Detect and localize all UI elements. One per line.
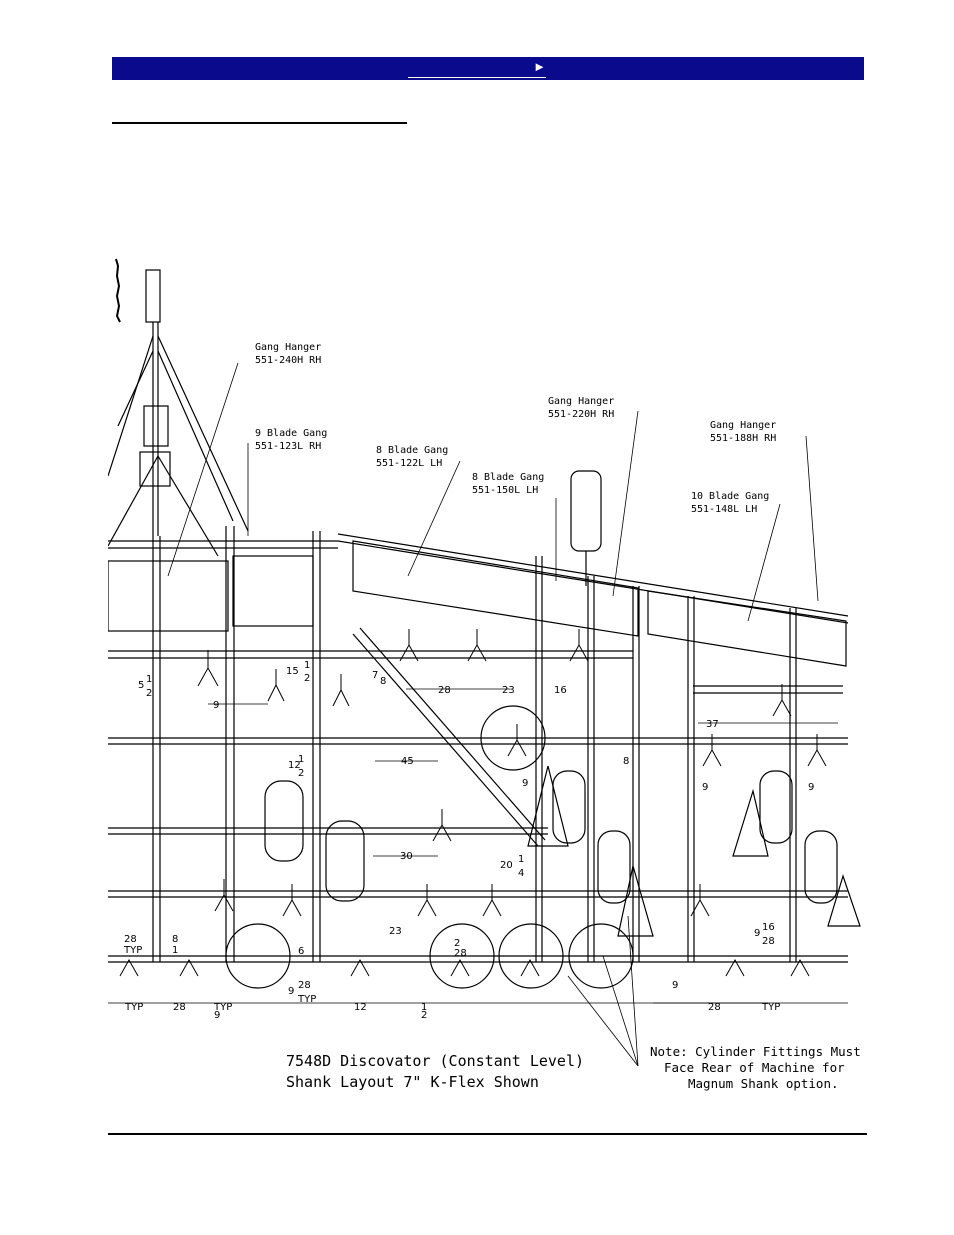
- dimension-label: 6: [298, 946, 304, 957]
- label-gang-hanger-220-line2: 551-220H RH: [548, 409, 614, 420]
- dimension-label: 28: [438, 685, 451, 696]
- dimension-label: 28: [762, 936, 775, 947]
- dimension-label: 45: [401, 756, 414, 767]
- dimension-label: 28: [173, 1002, 186, 1013]
- dimension-label: 12: [288, 760, 301, 771]
- dimension-label: 30: [400, 851, 413, 862]
- cylinder-note-line2: Face Rear of Machine for: [664, 1060, 845, 1075]
- dimension-label: 20: [500, 860, 513, 871]
- dimension-label: 1: [172, 945, 178, 956]
- dimension-label: 28: [298, 980, 311, 991]
- dimension-label: 8: [380, 676, 386, 687]
- dimension-label: 12: [354, 1002, 367, 1013]
- dimension-label: 9: [808, 782, 814, 793]
- dimension-label: 2: [146, 688, 152, 699]
- dimension-label: 9: [213, 700, 219, 711]
- dimension-label: 5: [138, 680, 144, 691]
- label-gang-hanger-188-line1: Gang Hanger: [710, 420, 776, 431]
- section-title-rule: [112, 122, 407, 124]
- label-blade-gang-9-line2: 551-123L RH: [255, 441, 321, 452]
- label-gang-hanger-220-line1: Gang Hanger: [548, 396, 614, 407]
- dimension-label: TYP: [123, 945, 142, 956]
- label-gang-hanger-188-line2: 551-188H RH: [710, 433, 776, 444]
- dimension-label: 1: [298, 754, 304, 765]
- drawing-caption-line2: Shank Layout 7" K-Flex Shown: [286, 1073, 539, 1091]
- next-arrow-icon[interactable]: ►: [533, 59, 546, 74]
- drawing-svg: Gang Hanger 551-240H RH 9 Blade Gang 551…: [107, 248, 861, 1091]
- dimension-label: 9: [522, 778, 528, 789]
- dimension-label: 9: [214, 1010, 220, 1021]
- label-blade-gang-8b-line1: 8 Blade Gang: [472, 472, 544, 483]
- dimension-label: 1: [146, 674, 152, 685]
- dimension-label: 28: [708, 1002, 721, 1013]
- dimension-label: 4: [518, 868, 524, 879]
- dimension-label: 2: [298, 768, 304, 779]
- dimension-label: TYP: [297, 994, 316, 1005]
- label-blade-gang-8b-line2: 551-150L LH: [472, 485, 538, 496]
- dimension-label: 2: [108, 256, 114, 259]
- shank-layout-drawing: Gang Hanger 551-240H RH 9 Blade Gang 551…: [107, 248, 868, 1101]
- label-gang-hanger-240-line2: 551-240H RH: [255, 355, 321, 366]
- dimension-label: 2: [421, 1010, 427, 1021]
- cylinder-note-line1: Note: Cylinder Fittings Must: [650, 1044, 861, 1059]
- label-gang-hanger-240-line1: Gang Hanger: [255, 342, 321, 353]
- dimension-label: 9: [672, 980, 678, 991]
- dimension-label: 1: [421, 1002, 427, 1013]
- cylinder-note-line3: Magnum Shank option.: [688, 1076, 839, 1091]
- dimension-label: 2: [454, 938, 460, 949]
- footer-rule: [108, 1133, 867, 1135]
- dimension-label: 16: [762, 922, 775, 933]
- dimension-label: 9: [288, 986, 294, 997]
- label-blade-gang-10-line1: 10 Blade Gang: [691, 491, 769, 502]
- dimension-label: 1: [304, 660, 310, 671]
- dimension-label: 7: [372, 670, 378, 681]
- dimension-label: TYP: [124, 1002, 143, 1013]
- dimension-label: 8: [172, 934, 178, 945]
- dimension-label: 28: [454, 948, 467, 959]
- dimension-label: 23: [502, 685, 515, 696]
- drawing-caption-line1: 7548D Discovator (Constant Level): [286, 1052, 584, 1070]
- dimension-label: 23: [389, 926, 402, 937]
- dimension-label: 8: [623, 756, 629, 767]
- next-page-link[interactable]: ►: [408, 57, 546, 78]
- label-blade-gang-8a-line1: 8 Blade Gang: [376, 445, 448, 456]
- dimension-label: TYP: [213, 1002, 232, 1013]
- callout-labels: Gang Hanger 551-240H RH 9 Blade Gang 551…: [255, 342, 776, 515]
- dimension-label: 16: [554, 685, 567, 696]
- dimension-label: 15: [286, 666, 299, 677]
- label-blade-gang-10-line2: 551-148L LH: [691, 504, 757, 515]
- dimension-label: 9: [702, 782, 708, 793]
- dimension-label: 1: [518, 854, 524, 865]
- label-blade-gang-8a-line2: 551-122L LH: [376, 458, 442, 469]
- dimension-label: 37: [706, 719, 719, 730]
- dimension-label: 28: [124, 934, 137, 945]
- label-blade-gang-9-line1: 9 Blade Gang: [255, 428, 327, 439]
- dimension-label: TYP: [761, 1002, 780, 1013]
- dimension-label: 2: [304, 673, 310, 684]
- header-bar: ►: [112, 57, 864, 80]
- dimension-label: 9: [754, 928, 760, 939]
